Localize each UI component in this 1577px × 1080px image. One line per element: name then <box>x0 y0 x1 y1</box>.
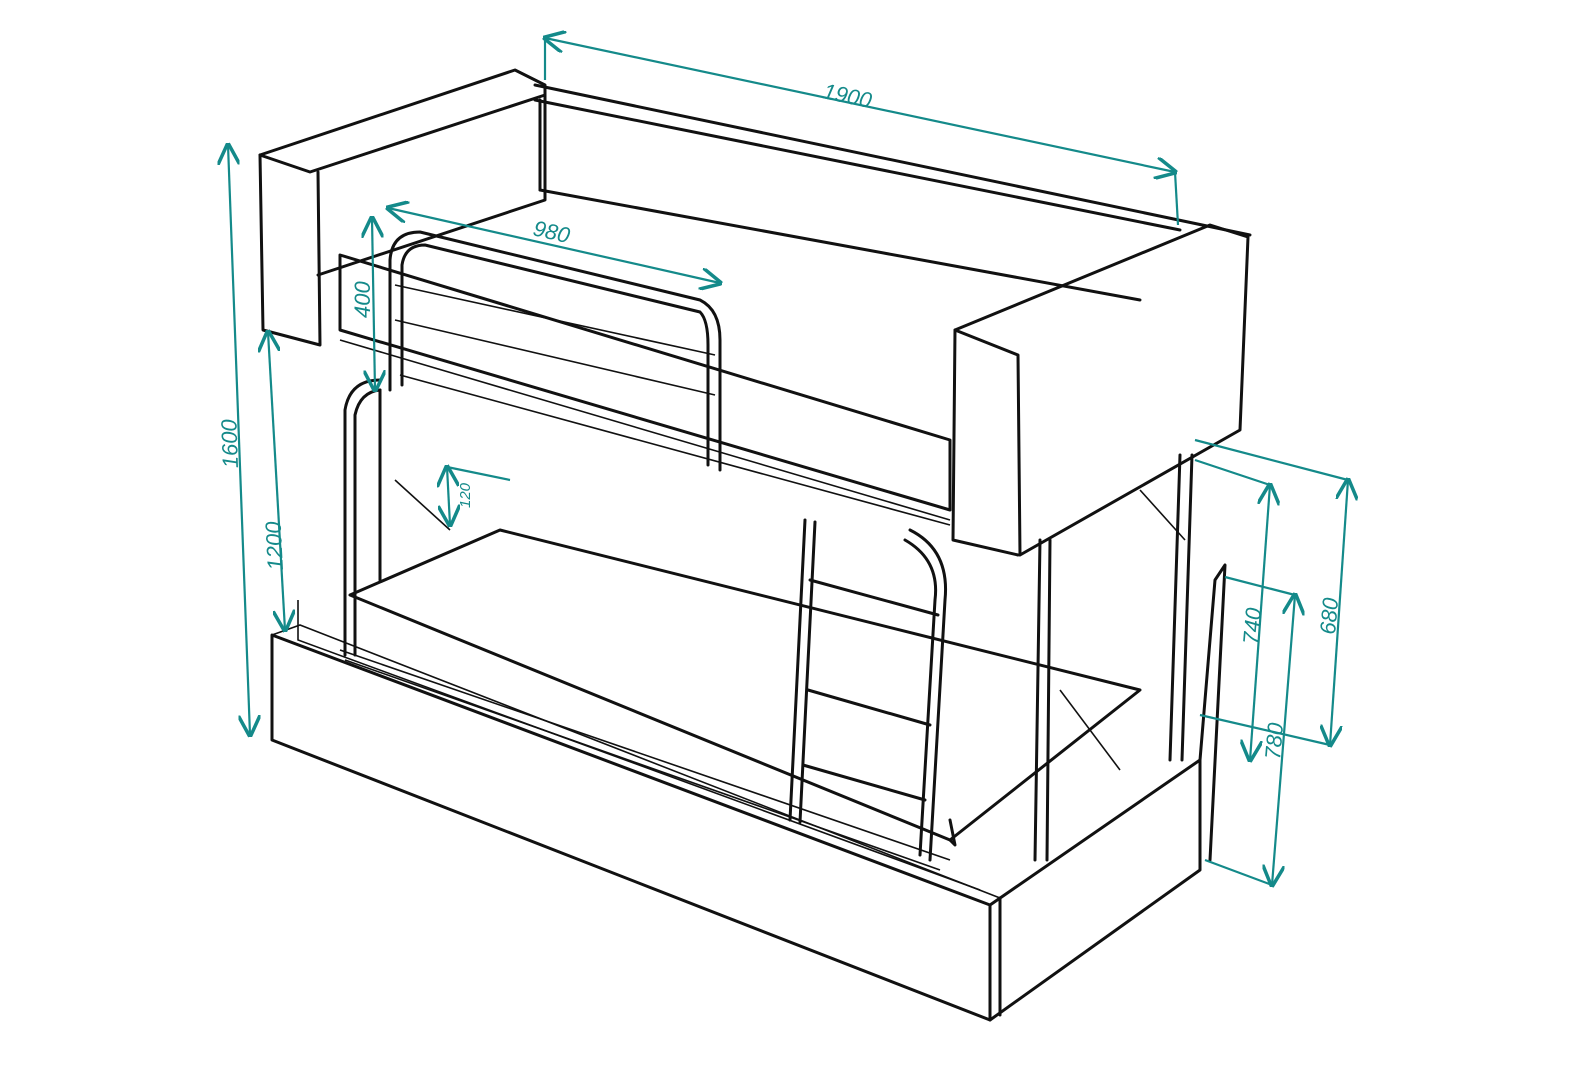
lower-mattress <box>297 528 1142 891</box>
dim-1900: 1900 <box>821 78 875 113</box>
dim-120: 120 <box>457 482 474 508</box>
dim-1600: 1600 <box>216 418 243 469</box>
lower-base-box <box>270 563 1227 1022</box>
dim-400: 400 <box>350 281 375 318</box>
dim-980: 980 <box>531 216 573 249</box>
dim-680: 680 <box>1315 596 1343 636</box>
upper-bed <box>258 68 1252 557</box>
dim-740: 740 <box>1238 606 1266 646</box>
frame-and-ladder <box>343 378 1194 862</box>
dimension-lines <box>228 38 1348 885</box>
guard-rail <box>388 230 722 472</box>
dim-780: 780 <box>1260 721 1288 761</box>
dim-1200: 1200 <box>260 520 288 571</box>
